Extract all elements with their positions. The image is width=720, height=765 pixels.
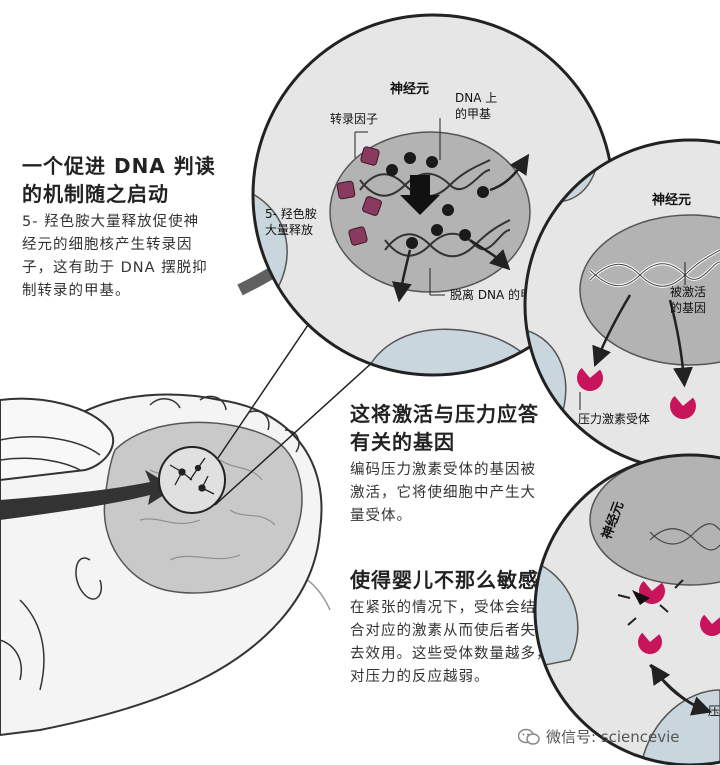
wechat-icon xyxy=(517,728,540,746)
c3-partial-label: 压 xyxy=(708,704,720,718)
section2-body-3: 量受体。 xyxy=(350,508,412,524)
section3-body-2: 合对应的激素从而使后者失 xyxy=(350,623,536,639)
c3-receptors xyxy=(638,581,720,654)
c2-gene-label-2: 的基因 xyxy=(670,300,706,315)
section2-body-2: 激活，它将使细胞中产生大 xyxy=(350,485,536,501)
c2-neuron-label: 神经元 xyxy=(652,192,691,208)
section3-body-3: 去效用。这些受体数量越多， xyxy=(350,646,552,662)
section3-body-1: 在紧张的情况下，受体会结 xyxy=(350,600,536,616)
c1-tf-label: 转录因子 xyxy=(330,111,378,126)
section1-title-line1: 一个促进 DNA 判读 xyxy=(22,154,216,178)
c2-receptor-label: 压力激素受体 xyxy=(578,412,650,426)
c2-gene-label-1: 被激活 xyxy=(670,285,706,299)
methyl-groups xyxy=(386,152,489,249)
c3-nucleus xyxy=(589,455,720,586)
c1-methyl-label-2: 的甲基 xyxy=(455,106,491,121)
section1-body-1: 5- 羟色胺大量释放促使神 xyxy=(22,214,200,230)
section1-title-line2: 的机制随之启动 xyxy=(22,182,169,206)
baby-illustration xyxy=(0,393,331,737)
c1-detach-label: 脱离 DNA 的甲基 xyxy=(450,287,544,302)
stress-hormone-receptors xyxy=(577,368,696,419)
c2-nucleus xyxy=(579,214,720,366)
watermark: 微信号: sciencevie xyxy=(517,726,680,747)
section1-body-2: 经元的细胞核产生转录因 xyxy=(22,237,193,253)
stroking-arrow xyxy=(0,470,175,520)
circle-receptor-binding: 神经元 压 xyxy=(533,453,720,765)
section1-body-3: 子，这有助于 DNA 摆脱抑 xyxy=(22,260,208,276)
section1-body-4: 制转录的甲基。 xyxy=(22,283,131,299)
section2-body-1: 编码压力激素受体的基因被 xyxy=(350,462,536,478)
c1-methyl-label-1: DNA 上 xyxy=(455,91,497,105)
section3-body-4: 对压力的反应越弱。 xyxy=(350,669,490,685)
watermark-text: 微信号: sciencevie xyxy=(546,728,680,746)
c1-neuron-label: 神经元 xyxy=(390,81,429,97)
section3-title-line1: 使得婴儿不那么敏感 xyxy=(350,568,539,592)
section2-title-line2: 有关的基因 xyxy=(350,430,455,454)
c1-serotonin-label-2: 大量释放 xyxy=(265,222,313,237)
transcription-factors xyxy=(336,146,382,246)
section2-title-line1: 这将激活与压力应答 xyxy=(350,402,539,426)
activation-arrow xyxy=(400,175,440,215)
c1-serotonin-label-1: 5- 羟色胺 xyxy=(265,206,317,221)
